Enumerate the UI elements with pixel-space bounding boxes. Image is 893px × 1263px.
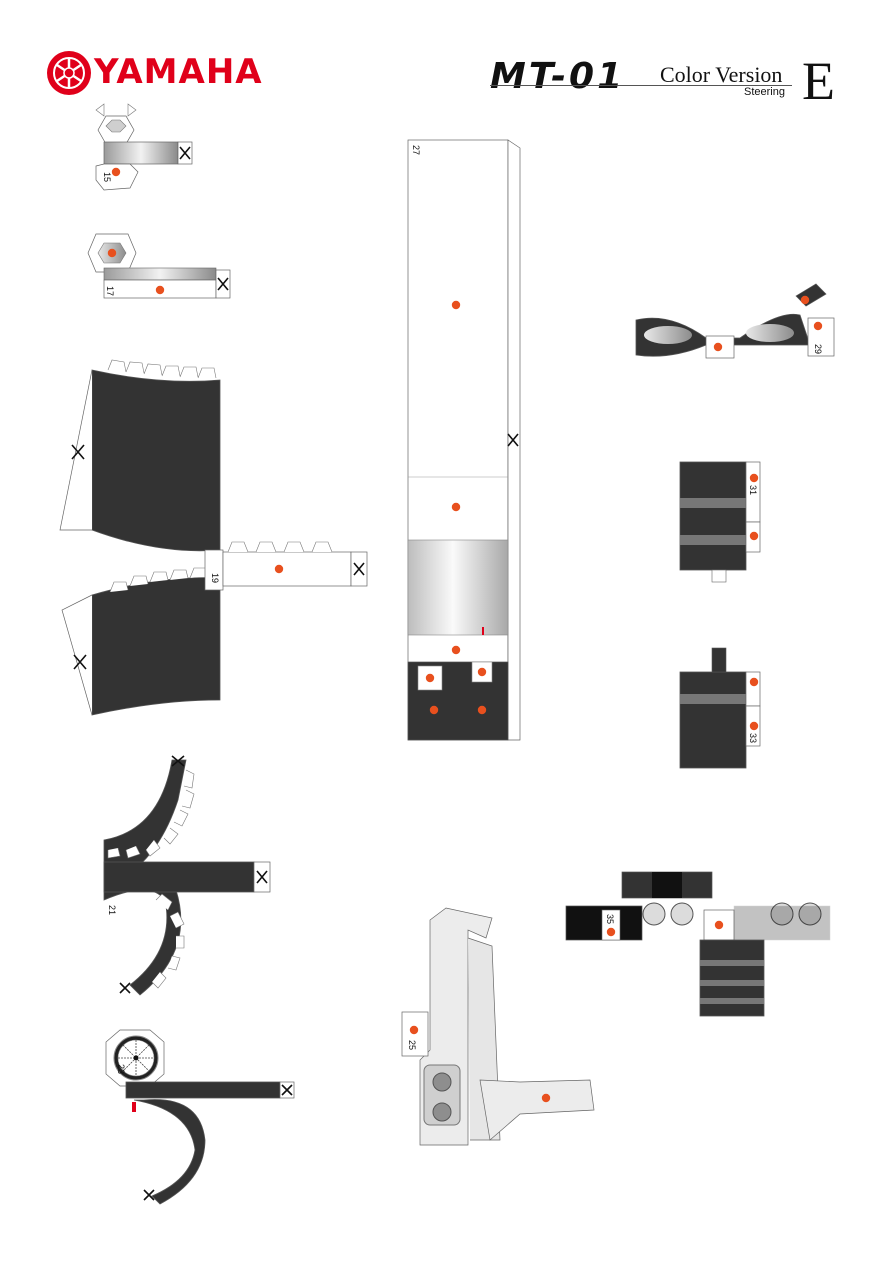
glue-dot [107,248,117,258]
glue-dot [451,300,461,310]
glue-dot [274,564,284,574]
part-27: 27 [407,139,521,741]
glue-dot [429,705,439,715]
part-19: 19 [59,359,368,716]
part-number-label: 27 [411,145,421,155]
glue-dot [477,705,487,715]
glue-dot [749,677,759,687]
brand-name: YAMAHA [94,52,263,92]
part-number-label: 21 [107,905,117,915]
part-33: 33 [679,647,761,769]
model-title: MT-01 [490,56,626,97]
part-number-label: 15 [102,172,112,182]
tuning-fork-emblem-icon [47,51,91,95]
part-number-label: 29 [813,344,823,354]
glue-dot [749,721,759,731]
part-number-label: 19 [210,573,220,583]
glue-dot [749,531,759,541]
color-version-label: Color Version [660,62,783,87]
glue-dot [409,1025,419,1035]
part-35: 35 [565,871,831,1017]
part-15: 15 [95,103,193,191]
sheet-part-label: Steering [744,86,785,98]
part-17: 17 [87,233,231,299]
glue-dot [425,673,435,683]
part-number-label: 25 [407,1040,417,1050]
part-number-label: 17 [105,286,115,296]
glue-dot [813,321,823,331]
glue-dot [451,502,461,512]
part-31: 31 [679,461,761,583]
glue-dot [800,295,810,305]
glue-dot [155,285,165,295]
part-25: 25 [401,907,595,1146]
glue-dot [451,645,461,655]
part-number-label: 35 [605,914,615,924]
part-23: 23 [105,1029,295,1205]
glue-dot [714,920,724,930]
part-number-label: 33 [748,733,758,743]
glue-dot [477,667,487,677]
part-number-label: 31 [748,485,758,495]
glue-dot [749,473,759,483]
glue-dot [541,1093,551,1103]
header-rule [490,85,792,86]
glue-dot [111,167,121,177]
glue-dot [606,927,616,937]
glue-dot [713,342,723,352]
sheet-letter: E [802,51,835,111]
part-number-label: 23 [116,1064,126,1074]
part-21: 21 [103,755,271,996]
part-29: 29 [635,283,835,359]
